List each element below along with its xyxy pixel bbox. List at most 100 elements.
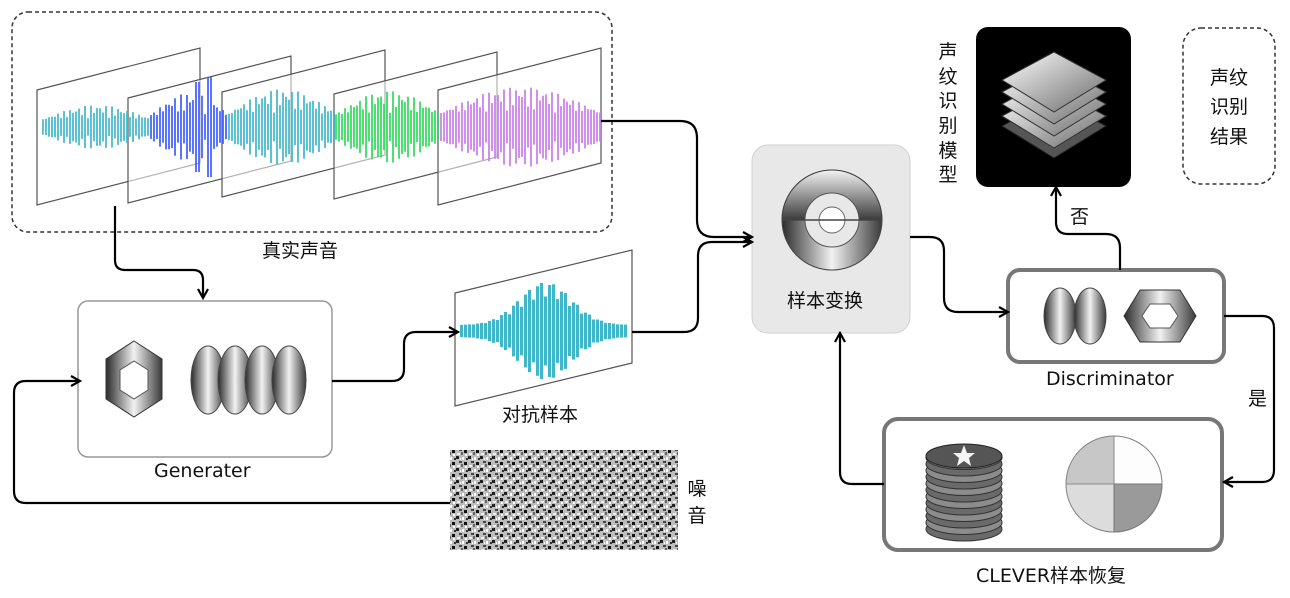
waveform-bar <box>527 106 529 148</box>
waveform-bar <box>186 95 188 159</box>
waveform-bar <box>195 82 197 172</box>
waveform-bar <box>201 95 203 159</box>
waveform-bar <box>315 108 317 146</box>
waveform-bar <box>264 96 266 158</box>
adversarial-bar <box>620 324 623 338</box>
waveform-bar <box>114 115 116 139</box>
waveform-bar <box>246 110 248 144</box>
waveform-bar <box>350 105 352 149</box>
waveform-bar <box>500 101 502 153</box>
waveform-bar <box>452 109 454 145</box>
adversarial-bar <box>572 302 575 360</box>
quartered-sphere-icon <box>1065 435 1163 533</box>
waveform-bar <box>153 112 155 142</box>
waveform-bar <box>446 110 448 144</box>
waveform-bar <box>81 115 83 139</box>
adversarial-bar <box>508 314 511 348</box>
waveform-bar <box>533 109 535 145</box>
adversarial-bar <box>472 324 475 338</box>
waveform-bar <box>362 109 364 145</box>
adversarial-bar <box>484 323 487 339</box>
waveform-bar <box>300 109 302 145</box>
waveform-bar <box>587 109 589 145</box>
adversarial-bar <box>596 319 599 343</box>
waveform-bar <box>539 100 541 154</box>
arrow-real-to-generator <box>113 206 203 298</box>
adversarial-bar <box>580 313 583 349</box>
waveform-bar <box>87 118 89 136</box>
waveform-bar <box>84 105 86 149</box>
waveform-bar <box>99 108 101 146</box>
waveform-bar <box>222 110 224 144</box>
waveform-bar <box>126 111 128 143</box>
waveform-bar <box>557 93 559 161</box>
waveform-bar <box>413 97 415 157</box>
waveform-bar <box>404 102 406 152</box>
arrow-noise-to-generator <box>12 381 450 505</box>
waveform-bar <box>464 110 466 144</box>
arrow-clever-to-transform <box>840 333 884 486</box>
waveform-bar <box>234 109 236 145</box>
waveform-bar <box>521 97 523 157</box>
waveform-bar <box>542 95 544 159</box>
waveform-bar <box>309 101 311 153</box>
waveform-bar <box>395 106 397 148</box>
waveform-bar <box>434 110 436 144</box>
adversarial-bar <box>464 324 467 338</box>
waveform-bar <box>575 110 577 144</box>
waveform-bar <box>509 87 511 167</box>
arrow-discriminator-to-model <box>1056 187 1122 270</box>
waveform-bar <box>599 112 601 142</box>
adversarial-bar <box>516 301 519 361</box>
waveform-bar <box>102 112 104 142</box>
waveform-bar <box>54 116 56 138</box>
waveform-bar <box>51 116 53 138</box>
waveform-bar <box>359 100 361 154</box>
waveform-bar <box>569 104 571 150</box>
waveform-bar <box>389 112 391 142</box>
waveform-bar <box>461 102 463 152</box>
waveform-bar <box>303 95 305 159</box>
waveform-bar <box>356 105 358 149</box>
waveform-bar <box>60 118 62 136</box>
waveform-bar <box>75 111 77 143</box>
adversarial-bar <box>548 285 551 377</box>
adversarial-bar <box>600 320 603 342</box>
waveform-bar <box>428 107 430 147</box>
coin-stack-star-icon <box>925 443 1003 542</box>
waveform-bar <box>210 77 212 177</box>
waveform-bar <box>353 107 355 147</box>
voiceprint-result-box <box>1182 27 1276 185</box>
adversarial-bar <box>492 319 495 343</box>
rings-pair-icon <box>1043 287 1107 345</box>
waveform-bar <box>228 113 230 141</box>
voiceprint-model-label: 声纹识别模型 <box>938 41 958 187</box>
waveform-bar <box>213 105 215 149</box>
waveform-bar <box>312 100 314 154</box>
waveform-bar <box>318 102 320 152</box>
waveform-bar <box>189 102 191 152</box>
waveform-bar <box>96 108 98 146</box>
layers-stack-icon <box>1000 51 1108 159</box>
waveform-bar <box>518 96 520 158</box>
waveform-bar <box>165 104 167 150</box>
waveform-bar <box>551 92 553 162</box>
adversarial-bar <box>540 282 543 380</box>
waveform-bar <box>590 109 592 145</box>
waveform-bar <box>324 106 326 148</box>
waveform-bar <box>368 112 370 142</box>
waveform-bar <box>120 112 122 142</box>
no-branch-label: 否 <box>1070 206 1090 228</box>
waveform-bar <box>578 102 580 152</box>
waveform-bar <box>273 112 275 142</box>
waveform-bar <box>297 91 299 163</box>
adversarial-bar <box>504 311 507 351</box>
hexagon-frame-icon <box>105 340 163 418</box>
waveform-bar <box>455 105 457 149</box>
waveform-bar <box>156 114 158 140</box>
waveform-bar <box>530 87 532 167</box>
waveform-bar <box>69 110 71 144</box>
waveform-bar <box>105 106 107 148</box>
waveform-bar <box>422 107 424 147</box>
